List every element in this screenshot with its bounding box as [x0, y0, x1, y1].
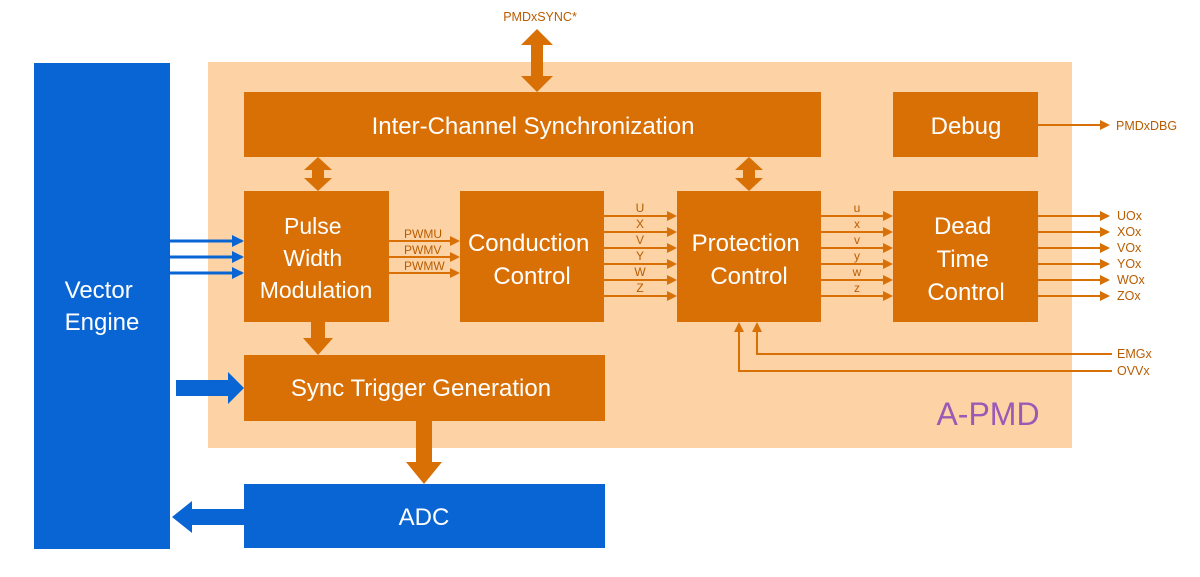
prot-x-label: x — [854, 217, 860, 231]
conduction-control-block — [460, 191, 604, 322]
pulse-width-modulation-block — [244, 191, 389, 322]
inter-channel-sync-block — [244, 92, 821, 157]
pwm-w-label: PWMW — [404, 259, 445, 273]
pulse-width-modulation-label: Pulse Width Modulation — [260, 213, 373, 303]
adc-to-vector-engine-arrow — [172, 501, 244, 533]
prot-w-label: w — [852, 265, 862, 279]
pmd-dbg-label: PMDxDBG — [1116, 119, 1177, 133]
inter-channel-sync-label: Inter-Channel Synchronization — [372, 113, 695, 140]
pmd-sync-label: PMDxSYNC* — [503, 10, 577, 24]
prot-u-label: u — [854, 201, 861, 215]
dead-time-control-block — [893, 191, 1038, 322]
emg-label: EMGx — [1117, 347, 1152, 361]
out-uo-label: UOx — [1117, 209, 1143, 223]
a-pmd-label: A-PMD — [936, 396, 1039, 432]
pwm-to-sync-trigger-arrow — [303, 322, 333, 355]
cond-v-label: V — [636, 233, 644, 247]
cond-w-label: W — [634, 265, 646, 279]
dead-time-output-lines: UOx XOx VOx YOx WOx ZOx — [1038, 209, 1146, 303]
pwm-v-label: PWMV — [404, 243, 441, 257]
conduction-output-lines: U X V Y W Z — [604, 201, 677, 301]
inter-channel-protection-bidirectional-arrow — [735, 157, 763, 191]
inter-channel-pwm-bidirectional-arrow — [304, 157, 332, 191]
cond-z-label: Z — [636, 281, 643, 295]
prot-v-label: v — [854, 233, 860, 247]
vector-engine-block — [34, 63, 170, 549]
prot-z-label: z — [854, 281, 860, 295]
sync-trigger-generation-label: Sync Trigger Generation — [291, 375, 551, 402]
ovv-label: OVVx — [1117, 364, 1150, 378]
sync-trigger-generation-block — [244, 355, 605, 421]
vector-engine-to-sync-trigger-arrow — [176, 372, 244, 404]
pmd-sync-bidirectional-arrow — [521, 29, 553, 92]
cond-x-label: X — [636, 217, 644, 231]
sync-trigger-to-adc-arrow — [406, 421, 442, 484]
cond-y-label: Y — [636, 249, 644, 263]
out-wo-label: WOx — [1117, 273, 1146, 287]
emg-input-line — [752, 322, 1112, 355]
out-xo-label: XOx — [1117, 225, 1142, 239]
out-zo-label: ZOx — [1117, 289, 1141, 303]
pwm-u-label: PWMU — [404, 227, 442, 241]
adc-label: ADC — [399, 504, 450, 531]
dead-time-control-label: Dead Time Control — [927, 213, 1004, 306]
conduction-control-label: Conduction Control — [468, 230, 596, 290]
protection-control-block — [677, 191, 821, 322]
protection-output-lines: u x v y w z — [821, 201, 893, 301]
debug-block — [893, 92, 1038, 157]
vector-engine-label: Vector Engine — [65, 277, 140, 336]
ovv-input-line — [734, 322, 1112, 372]
pwm-signal-lines: PWMU PWMV PWMW — [389, 227, 460, 278]
protection-control-label: Protection Control — [692, 230, 807, 290]
prot-y-label: y — [854, 249, 860, 263]
debug-label: Debug — [931, 113, 1002, 140]
out-yo-label: YOx — [1117, 257, 1142, 271]
adc-block — [244, 484, 605, 548]
out-vo-label: VOx — [1117, 241, 1142, 255]
cond-u-label: U — [636, 201, 645, 215]
